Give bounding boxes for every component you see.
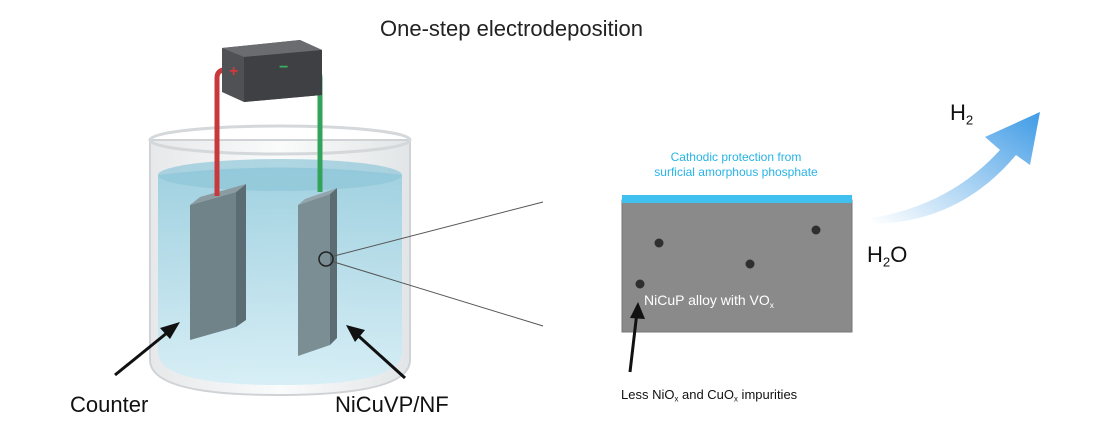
impurity-a-sub: x (674, 394, 679, 404)
protection-label: Cathodic protection from surficial amorp… (620, 150, 852, 180)
impurity-pointer-arrow (628, 302, 645, 373)
power-supply (222, 40, 322, 102)
impurity-end: impurities (737, 387, 798, 402)
impurity-a: Less NiO (621, 387, 675, 402)
counter-label: Counter (70, 392, 149, 417)
alloy-label: NiCuP alloy with VOx (644, 292, 774, 310)
h2o-main: H (867, 242, 883, 267)
h2-label: H2 (950, 100, 974, 128)
h2-sub: 2 (965, 112, 974, 128)
working-pointer-arrow (346, 325, 407, 380)
h2-evolution-arrow (872, 112, 1040, 224)
zoom-line-top (333, 201, 544, 257)
impurity-label: Less NiOx and CuOx impurities (621, 387, 798, 404)
plus-sign: + (229, 63, 238, 80)
vox-particle (811, 225, 821, 235)
vox-particle (654, 238, 664, 248)
counter-electrode (190, 184, 246, 340)
h2-main: H (950, 100, 966, 125)
h2o-end: O (890, 242, 908, 267)
h2o-sub: 2 (882, 254, 891, 270)
alloy-label-sub: x (769, 299, 774, 310)
phosphate-layer (622, 195, 852, 203)
protection-line-2: surficial amorphous phosphate (654, 165, 818, 179)
vox-particle (635, 279, 645, 289)
alloy-block (621, 195, 853, 333)
beaker (148, 124, 412, 397)
working-electrode (298, 188, 337, 356)
minus-sign: − (279, 59, 288, 76)
counter-pointer-arrow (114, 322, 180, 377)
alloy-label-main: NiCuP alloy with VO (644, 292, 770, 308)
working-electrode-label: NiCuVP/NF (335, 392, 449, 417)
zoom-line-bottom (333, 261, 544, 327)
impurity-mid: and CuO (678, 387, 735, 402)
figure-title: One-step electrodeposition (380, 16, 643, 41)
impurity-b-sub: x (734, 394, 738, 404)
protection-line-1: Cathodic protection from (670, 150, 802, 164)
h2o-label: H2O (867, 242, 908, 270)
magnify-spot (318, 251, 334, 267)
vox-particle (745, 259, 755, 269)
